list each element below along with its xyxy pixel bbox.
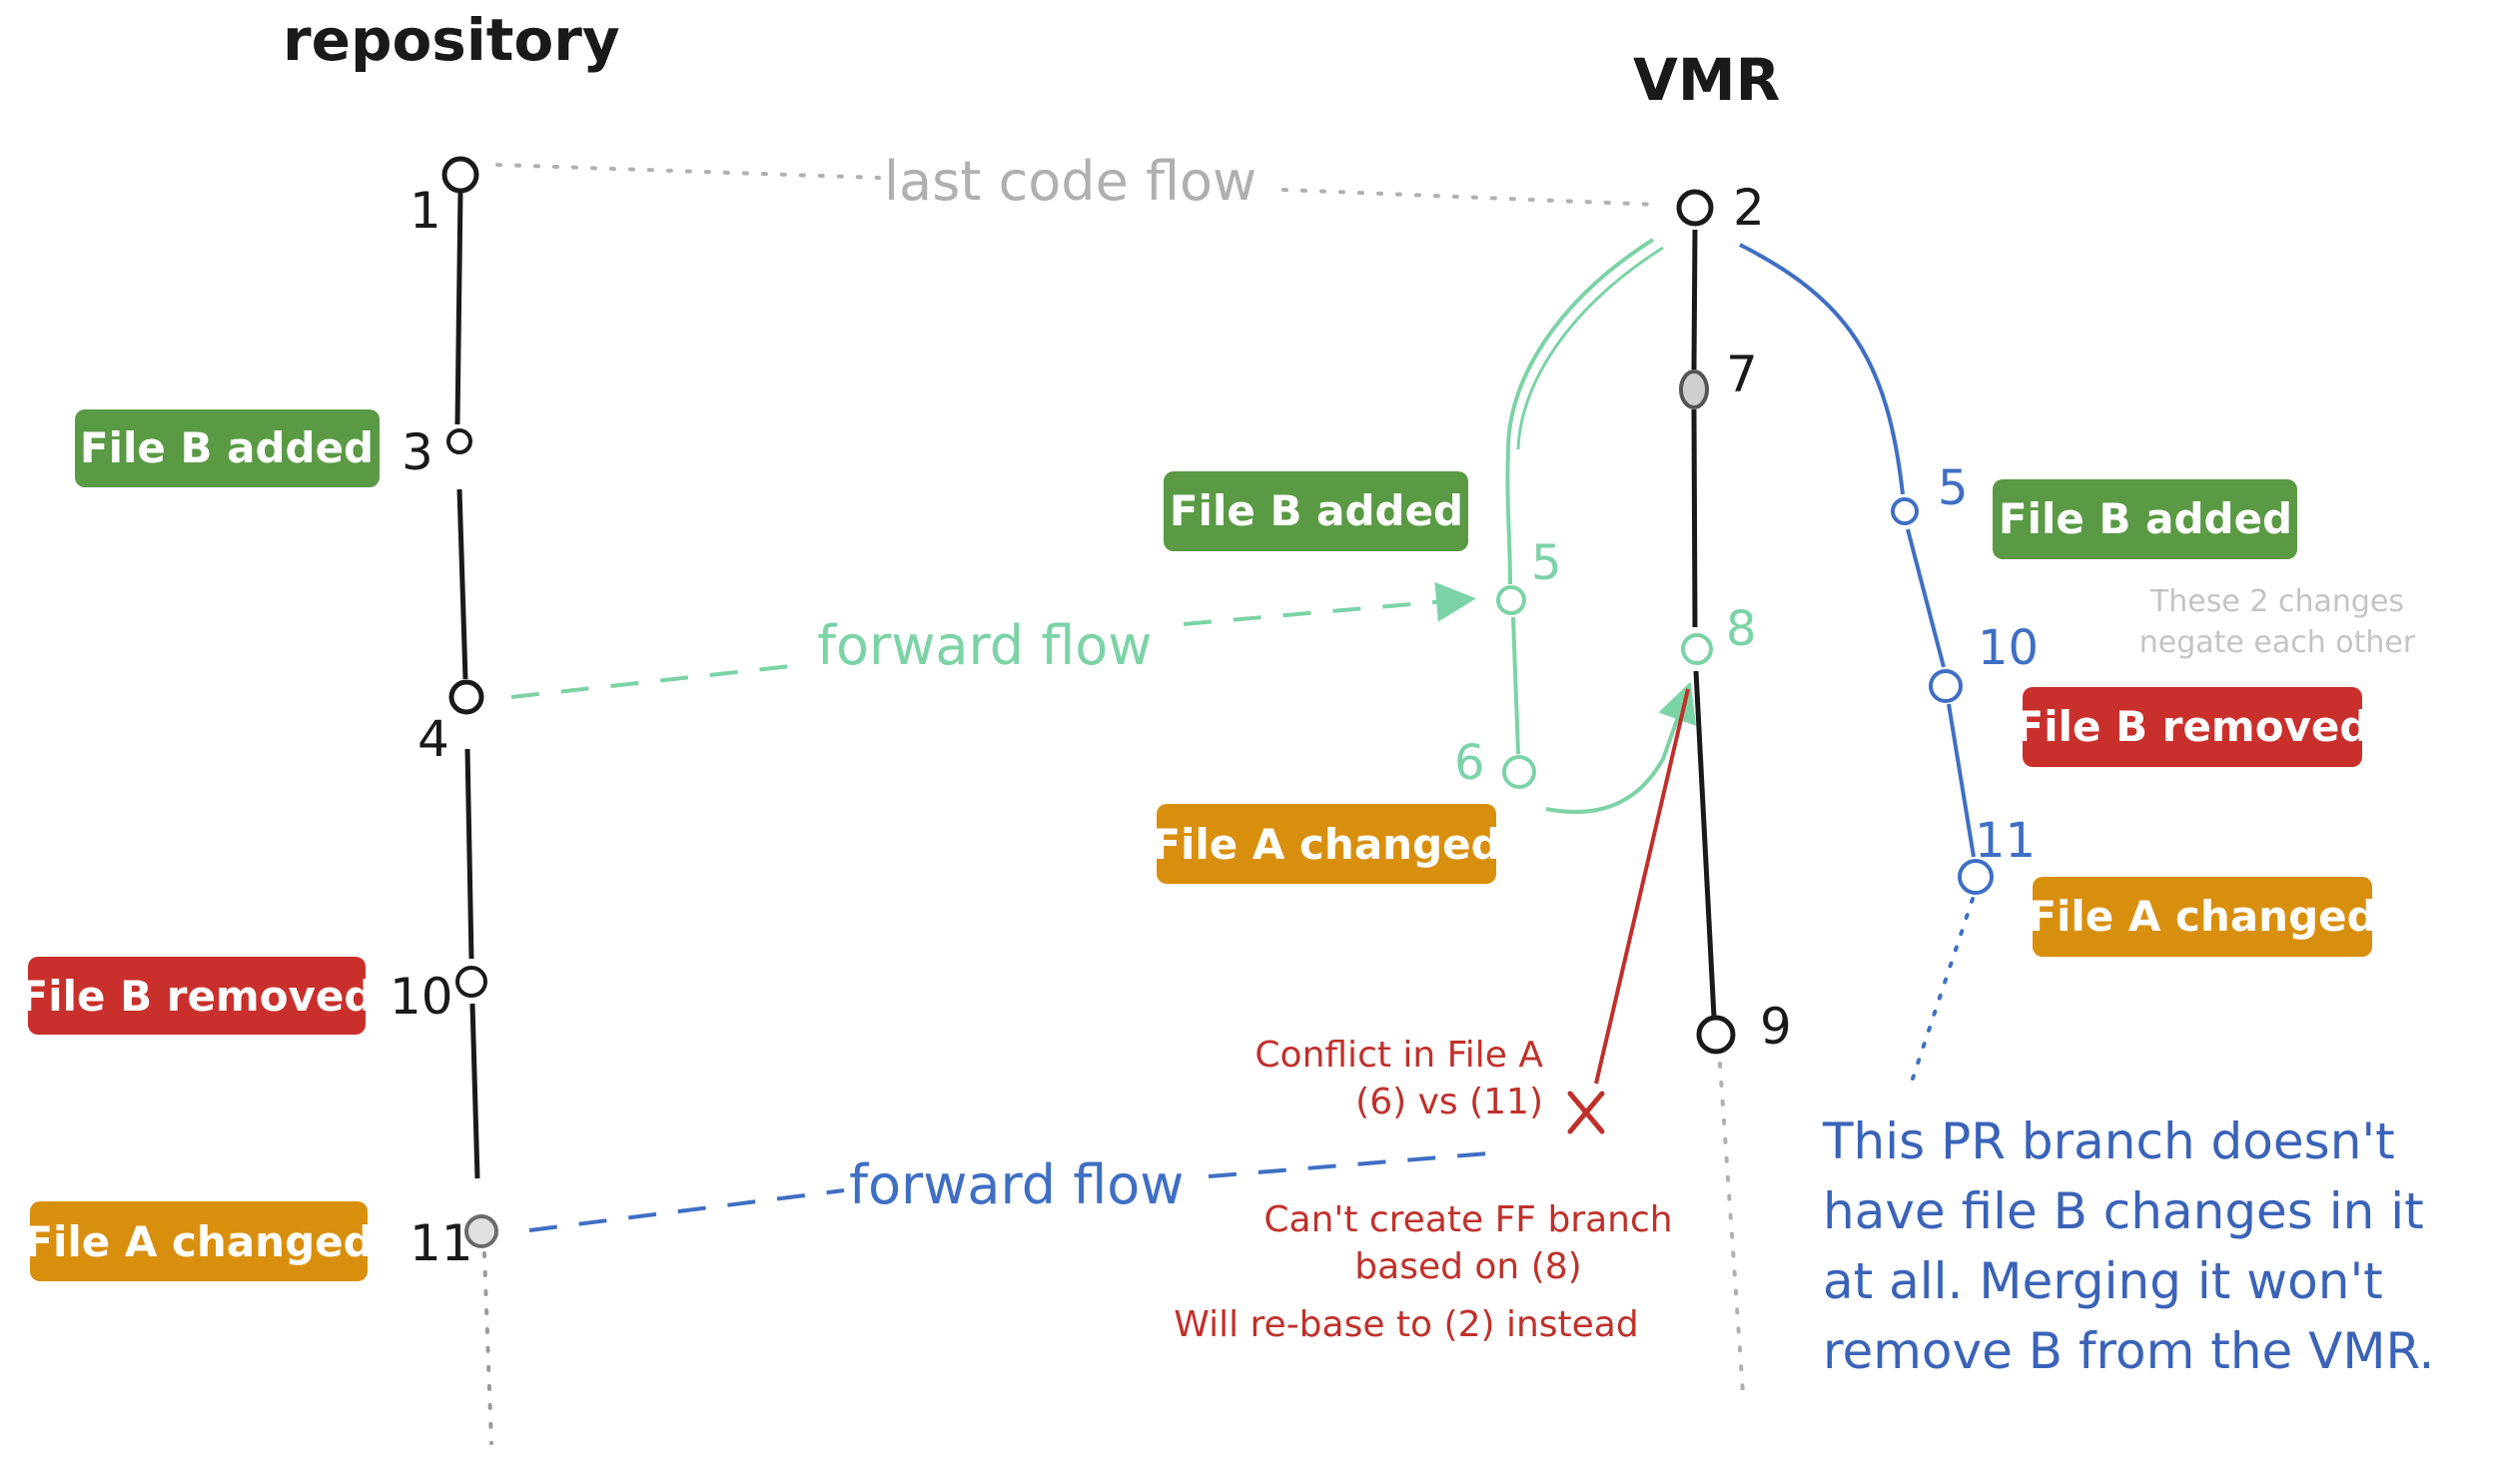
repo-tag-file-b-added: File B added — [75, 409, 380, 487]
vmr-node-2-label: 2 — [1733, 179, 1765, 237]
conflict-annotation-line2: (6) vs (11) — [1355, 1082, 1543, 1122]
green-edge-5-6 — [1511, 616, 1520, 755]
note-line3: at all. Merging it won't — [1823, 1252, 2383, 1310]
repo-edge-1-3 — [454, 191, 463, 425]
repo-node-3-label: 3 — [402, 423, 433, 481]
svg-text:File B added: File B added — [1999, 494, 2292, 543]
blue-tag-file-b-removed: File B removed — [2016, 687, 2370, 767]
green-branch-from-2 — [1505, 238, 1655, 585]
vmr-node-8-label: 8 — [1726, 601, 1757, 657]
repo-edge-4-10 — [464, 748, 474, 960]
green-tag-file-b-added: File B added — [1164, 471, 1468, 551]
note-line1: This PR branch doesn't — [1822, 1113, 2395, 1170]
vmr-node-7 — [1679, 370, 1709, 409]
last-code-flow-label: last code flow — [884, 150, 1256, 213]
blue-forward-flow-label: forward flow — [849, 1153, 1184, 1216]
repo-node-1 — [441, 156, 479, 194]
svg-text:File A changed: File A changed — [24, 1217, 373, 1266]
blue-forward-flow-line-right — [1208, 1151, 1489, 1178]
blue-node-11 — [1958, 859, 1994, 895]
green-forward-flow-line-left — [510, 662, 810, 699]
green-node-6-label: 6 — [1454, 735, 1485, 791]
note-line4: remove B from the VMR. — [1823, 1322, 2434, 1380]
negate-annotation-line1: These 2 changes — [2149, 584, 2404, 619]
note-line2: have file B changes in it — [1823, 1182, 2424, 1240]
svg-text:File B removed: File B removed — [2016, 702, 2370, 751]
conflict-x-icon — [1567, 1091, 1605, 1134]
repo-node-11 — [464, 1214, 498, 1248]
green-forward-flow-line-right — [1183, 581, 1476, 626]
svg-text:File B added: File B added — [1170, 486, 1463, 535]
repo-node-4 — [448, 679, 484, 715]
green-node-6 — [1502, 755, 1536, 789]
cant-create-annotation-line2: based on (8) — [1354, 1246, 1581, 1287]
green-forward-flow-label: forward flow — [817, 614, 1152, 677]
repo-node-10-label: 10 — [390, 968, 453, 1026]
vmr-title: VMR — [1633, 46, 1780, 114]
repo-node-4-label: 4 — [417, 710, 449, 768]
last-code-flow-line-right — [1281, 188, 1660, 207]
blue-node-5 — [1891, 497, 1919, 525]
vmr-edge-2-7 — [1691, 229, 1698, 371]
repo-node-11-label: 11 — [410, 1214, 473, 1272]
svg-text:File A changed: File A changed — [1152, 820, 1500, 869]
green-tag-file-a-changed: File A changed — [1152, 804, 1501, 884]
repo-edge-10-11 — [469, 1003, 480, 1179]
vmr-node-7-label: 7 — [1726, 346, 1758, 403]
blue-branch-from-2 — [1739, 243, 1905, 495]
vmr-node-8 — [1681, 633, 1713, 665]
svg-text:File A changed: File A changed — [2028, 892, 2376, 941]
repo-node-10 — [455, 966, 487, 998]
repo-edge-11-future — [482, 1251, 493, 1445]
green-branch-from-2-double — [1516, 246, 1664, 450]
blue-tag-file-a-changed: File A changed — [2028, 877, 2377, 957]
vmr-node-9 — [1696, 1015, 1736, 1055]
svg-text:File B removed: File B removed — [20, 972, 375, 1021]
vmr-edge-9-future — [1718, 1062, 1745, 1395]
vmr-node-9-label: 9 — [1760, 998, 1792, 1056]
vmr-node-2 — [1676, 189, 1714, 227]
conflict-line — [1594, 688, 1690, 1085]
negate-annotation-line2: negate each other — [2139, 625, 2416, 660]
repo-tag-file-b-removed: File B removed — [20, 957, 375, 1035]
blue-forward-flow-line-left — [528, 1188, 845, 1232]
repo-node-1-label: 1 — [410, 182, 441, 240]
last-code-flow-line-left — [495, 163, 881, 180]
green-node-5-label: 5 — [1531, 535, 1562, 591]
blue-edge-11-future — [1911, 897, 1975, 1081]
repo-tag-file-a-changed: File A changed — [24, 1201, 374, 1281]
blue-edge-10-11 — [1947, 703, 1976, 858]
repository-title: repository — [283, 6, 620, 74]
blue-node-10 — [1929, 669, 1963, 703]
blue-node-11-label: 11 — [1975, 813, 2036, 869]
blue-edge-5-10 — [1906, 528, 1946, 668]
vmr-edge-7-8 — [1691, 408, 1698, 628]
cant-create-annotation-line1: Can't create FF branch — [1263, 1199, 1672, 1240]
green-edge-6-to-8 — [1545, 681, 1697, 814]
blue-node-5-label: 5 — [1938, 460, 1969, 516]
blue-node-10-label: 10 — [1978, 620, 2039, 676]
green-node-5 — [1496, 585, 1526, 615]
vmr-edge-8-9 — [1693, 670, 1717, 1018]
repo-edge-3-4 — [456, 488, 468, 680]
blue-tag-file-b-added: File B added — [1993, 479, 2297, 559]
svg-text:File B added: File B added — [80, 423, 374, 472]
repo-node-3 — [446, 428, 472, 454]
conflict-annotation-line1: Conflict in File A — [1254, 1035, 1543, 1076]
rebase-annotation: Will re-base to (2) instead — [1174, 1304, 1638, 1345]
